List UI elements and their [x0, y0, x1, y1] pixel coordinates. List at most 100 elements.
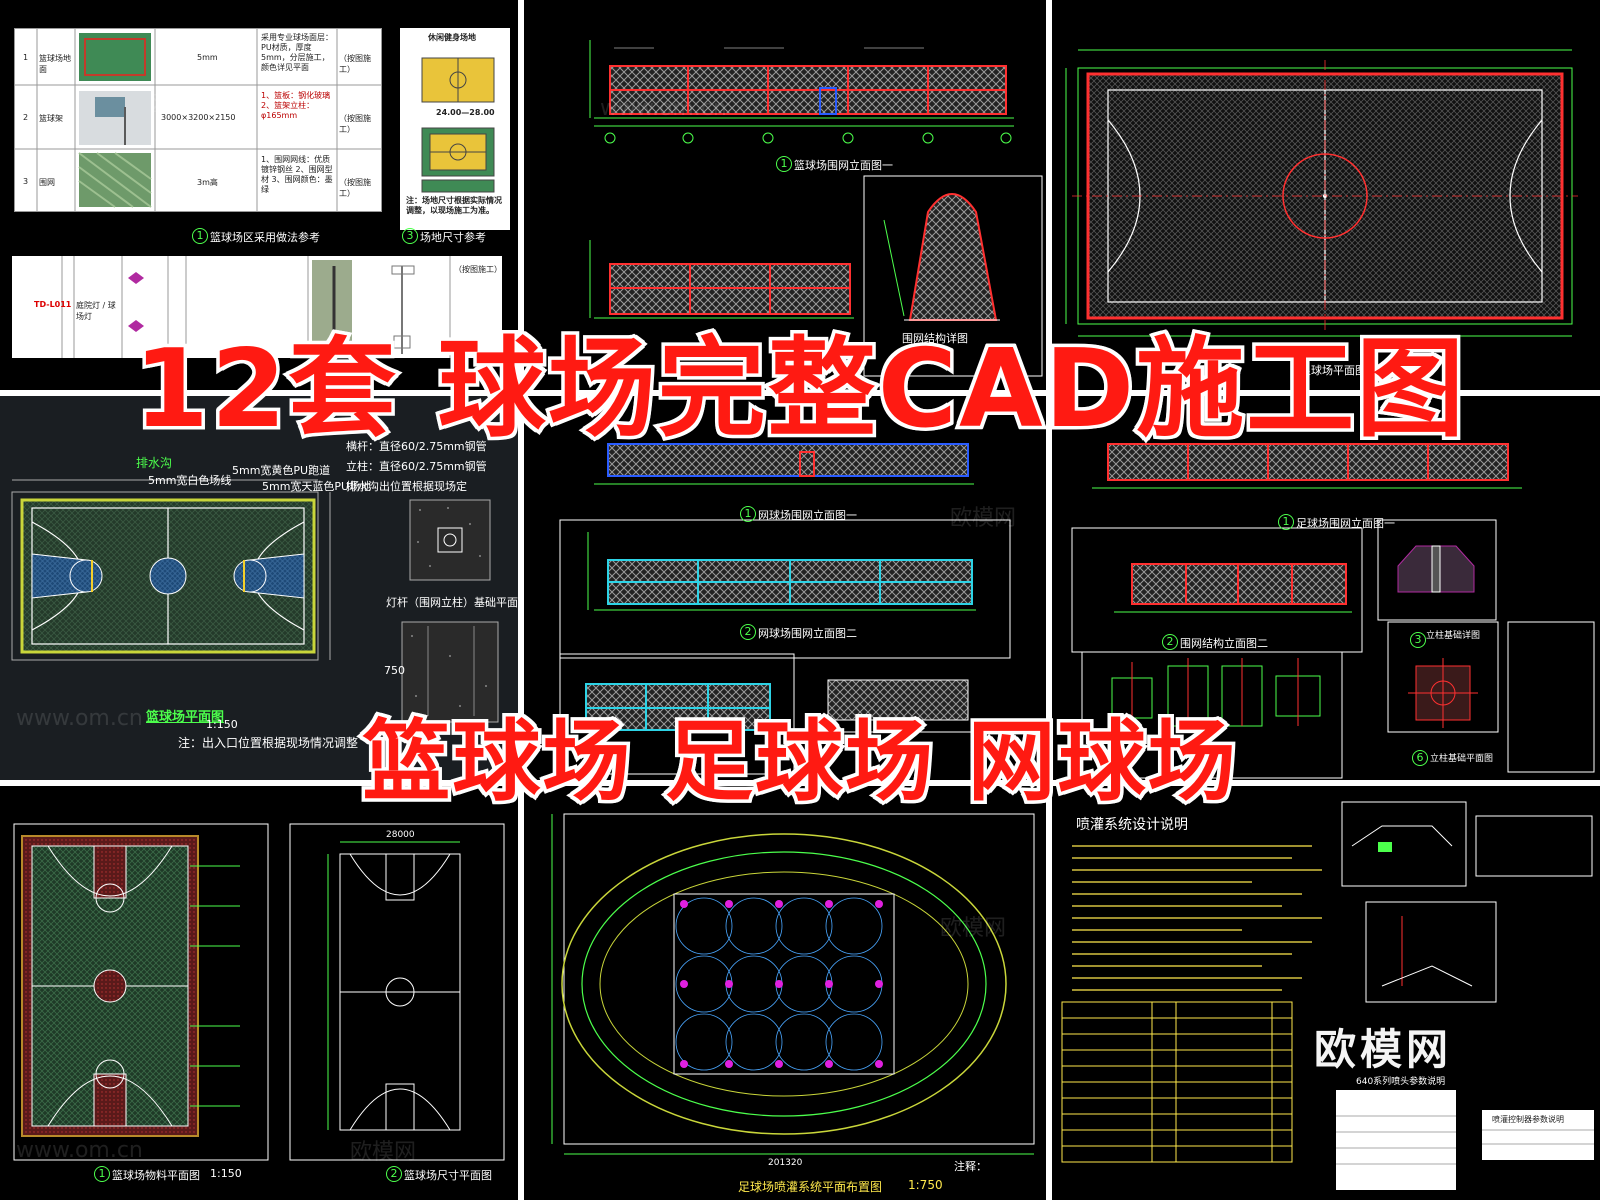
mr-caption3-num: 3 [1410, 632, 1426, 648]
row-2-spec: 3000×3200×2150 [161, 113, 236, 122]
panel-bottom-right: 喷灌系统设计说明 欧模网 640系列喷头参数说明 喷灌控制器参数说明 [1052, 786, 1600, 1200]
panel-bottom-middle: 201320 足球场喷灌系统平面布置图 1:750 注释： [524, 786, 1046, 1200]
ml-label-line2: 5mm宽黄色PU跑道 [232, 464, 331, 477]
row-3-name: 围网 [39, 178, 55, 187]
watermark-6: www.om.cn [16, 1138, 143, 1163]
row-3-desc: 1、围网网线：优质镀锌钢丝 2、围网型材 3、围网颜色：墨绿 [261, 155, 333, 194]
panel-top-right: 足球场平面图 1:150 [1052, 0, 1600, 390]
watermark-1: 欧模网 [150, 92, 217, 117]
lighting-name: 庭院灯 / 球场灯 [76, 301, 116, 321]
ml-label-drain: 排水沟 [136, 456, 173, 470]
ml-detail-caption: 灯杆（围网立柱）基础平面 [386, 596, 518, 609]
mr-caption6-text: 立柱基础平面图 [1430, 754, 1494, 764]
mr-caption1-text: 足球场围网立面图一 [1296, 517, 1395, 530]
ml-label-pole: 横杆：直径60/2.75mm钢管 [346, 440, 487, 453]
row-3-note: （按图施工） [339, 178, 371, 198]
panel-mid-middle: 1 网球场围网立面图一 2 网球场围网立面图二 [524, 396, 1046, 780]
sport-area-title: 休闲健身场地 [428, 33, 476, 42]
headline-title: 12套 球场完整CAD施工图 [130, 326, 1467, 453]
headline-subtitle: 篮球场 足球场 网球场 [359, 708, 1239, 815]
watermark-4: www.om.cn [16, 706, 143, 731]
ml-label-line1: 5mm宽白色场线 [148, 474, 232, 487]
ml-scale: 1:150 [206, 718, 238, 731]
tm-caption1-text: 篮球场围网立面图一 [794, 159, 893, 172]
watermark-3: 欧模网 [950, 506, 1017, 531]
br-table-title2: 喷灌控制器参数说明 [1492, 1115, 1564, 1124]
tm-caption1-num: 1 [776, 156, 792, 172]
ml-note: 注：出入口位置根据现场情况调整 [178, 736, 359, 750]
panel-bottom-left: 28000 1 篮球场物料平面图 1:150 2 篮球场尺寸平面图 [0, 786, 518, 1200]
bl-caption1-scale: 1:150 [210, 1167, 242, 1180]
ml-label-drain2: 排水沟出位置根据现场定 [346, 480, 467, 493]
mr-caption2-text: 围网结构立面图二 [1180, 637, 1268, 650]
sport-area-note: 注：场地尺寸根据实际情况调整，以现场施工为准。 [406, 196, 502, 215]
bl-caption1-text: 篮球场物料平面图 [112, 1169, 200, 1182]
row-1-desc: 采用专业球场面层：PU材质，厚度5mm，分层施工，颜色详见平面 [261, 33, 333, 72]
ml-caption: 篮球场平面图 [146, 710, 225, 725]
row-3-no: 3 [23, 177, 29, 186]
panel-top-left: 1 篮球场地面 5mm 采用专业球场面层：PU材质，厚度5mm，分层施工，颜色详… [0, 0, 518, 390]
bm-note-label: 注释： [954, 1160, 987, 1173]
irrigation-spec-sheet [1061, 801, 1594, 1190]
tm-caption2-text: 围网结构详图 [902, 332, 968, 345]
row-1-no: 1 [23, 53, 29, 62]
sport-area-diagram [421, 57, 495, 193]
bl-caption1-num: 1 [94, 1166, 110, 1182]
caption-3-num: 3 [402, 228, 418, 244]
bm-dim-total: 201320 [768, 1158, 803, 1168]
ml-label-post: 立柱：直径60/2.75mm钢管 [346, 460, 487, 473]
bl-caption2-num: 2 [386, 1166, 402, 1182]
bl-caption2-text: 篮球场尺寸平面图 [404, 1169, 492, 1182]
bm-caption: 足球场喷灌系统平面布置图 [738, 1180, 883, 1194]
watermark-7: 欧模网 [350, 1140, 417, 1165]
row-3-spec: 3m高 [197, 178, 218, 187]
material-table-grid [15, 29, 381, 211]
mm-caption2-text: 网球场围网立面图二 [758, 627, 857, 640]
mr-caption5-text: 立柱基础详图 [1426, 631, 1481, 641]
irrigation-layout-plan [551, 813, 1035, 1155]
br-stamp: 欧模网 [1314, 1025, 1453, 1074]
caption-1-text: 篮球场区采用做法参考 [210, 231, 320, 244]
row-2-note: （按图施工） [339, 114, 371, 134]
basketball-court-plan [11, 479, 499, 723]
ml-dim: 750 [384, 664, 405, 677]
row-2-name: 篮球架 [39, 114, 63, 123]
br-title: 喷灌系统设计说明 [1076, 817, 1188, 833]
lighting-code: TD-L011 [34, 300, 72, 309]
watermark-5: 欧模网 [940, 916, 1007, 941]
material-table-sheet: 1 篮球场地面 5mm 采用专业球场面层：PU材质，厚度5mm，分层施工，颜色详… [14, 28, 382, 212]
lighting-table-sheet: TD-L011 庭院灯 / 球场灯 （按图施工） [12, 256, 502, 358]
mr-caption6-num: 6 [1412, 750, 1428, 766]
lighting-table-grid [61, 256, 451, 358]
fence-elevation-drawing-top [589, 40, 1043, 377]
tr-scale: 1:150 [1382, 362, 1414, 375]
row-2-no: 2 [23, 113, 29, 122]
bm-scale: 1:750 [908, 1178, 943, 1192]
mm-caption1-num: 1 [740, 506, 756, 522]
br-table-title: 640系列喷头参数说明 [1356, 1077, 1446, 1087]
row-1-spec: 5mm [197, 53, 218, 62]
mm-caption1-text: 网球场围网立面图一 [758, 509, 857, 522]
caption-1-num: 1 [192, 228, 208, 244]
lighting-note: （按图施工） [454, 265, 502, 274]
sport-area-sheet: 休闲健身场地 24.00—28.00 注：场地尺寸根据实际情况调整，以现场施工为… [400, 28, 510, 230]
watermark-2: www.om.cn [600, 96, 727, 121]
ml-label-line3: 5mm宽天蓝色PU场地 [262, 480, 372, 493]
panel-top-middle: 1 篮球场围网立面图一 围网结构详图 [524, 0, 1046, 390]
mr-caption1-num: 1 [1278, 514, 1294, 530]
mm-caption2-num: 2 [740, 624, 756, 640]
mr-caption2-num: 2 [1162, 634, 1178, 650]
football-field-plan [1065, 49, 1578, 337]
football-fence-details [1071, 443, 1595, 779]
panel-mid-right: 1 足球场围网立面图一 2 围网结构立面图二 3 5 立柱基础详图 6 立柱基础… [1052, 396, 1600, 780]
basketball-material-plans [13, 823, 505, 1161]
sport-area-dim: 24.00—28.00 [436, 108, 495, 117]
bl-dim-top: 28000 [386, 830, 415, 840]
row-1-name: 篮球场地面 [39, 54, 71, 74]
row-2-desc: 1、篮板：钢化玻璃 2、篮架立柱：φ165mm [261, 91, 331, 120]
row-1-note: （按图施工） [339, 54, 371, 74]
caption-3-text: 场地尺寸参考 [420, 231, 486, 244]
tr-caption: 足球场平面图 [1300, 364, 1366, 377]
panel-mid-left: 排水沟 5mm宽白色场线 5mm宽黄色PU跑道 5mm宽天蓝色PU场地 横杆：直… [0, 396, 518, 780]
tennis-fence-elevations [559, 443, 1011, 775]
